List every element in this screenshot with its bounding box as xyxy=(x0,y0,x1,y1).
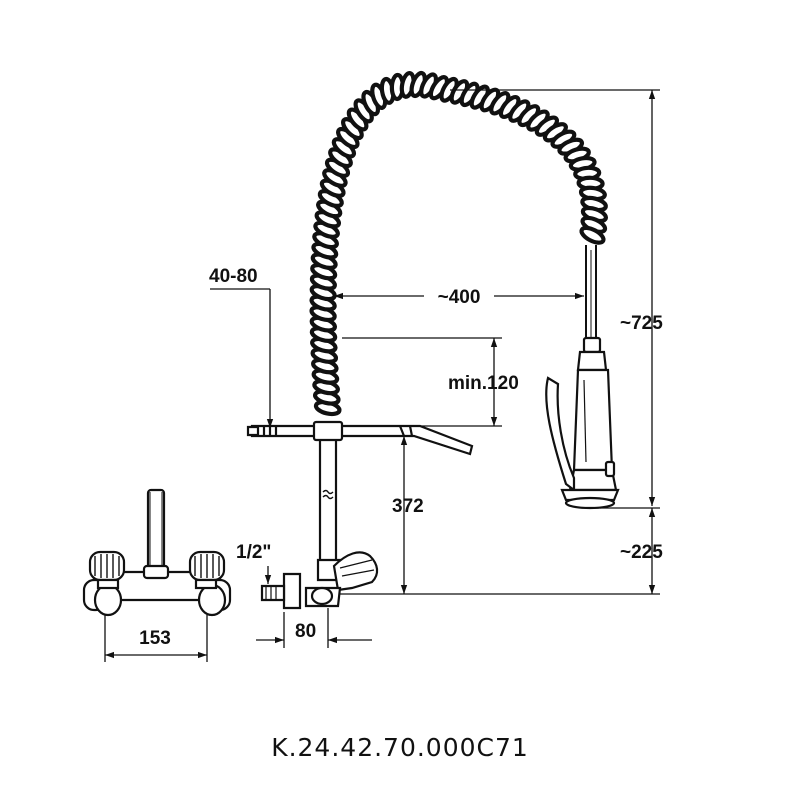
body-height-label: 372 xyxy=(392,496,424,517)
offset-range-label: 40-80 xyxy=(209,266,258,287)
inlet-spacing-label: 153 xyxy=(139,628,171,649)
wall-offset-label: 80 xyxy=(295,621,316,642)
spring-coil xyxy=(309,70,608,417)
right-handle xyxy=(188,550,226,590)
front-view xyxy=(82,488,232,617)
support-arm xyxy=(246,420,474,456)
reach-label: ~400 xyxy=(438,287,481,308)
spray-head xyxy=(545,336,620,510)
valve-body xyxy=(260,551,379,610)
thread-size-label: 1/2" xyxy=(236,542,271,563)
inlet-spacing-dimension xyxy=(104,615,208,662)
bottom-height-label: ~225 xyxy=(620,542,663,563)
product-code: K.24.42.70.000C71 xyxy=(271,733,529,762)
spray-hose xyxy=(585,245,597,345)
dimension-lines xyxy=(210,89,660,648)
left-handle xyxy=(88,550,126,590)
coil-turn xyxy=(579,225,606,245)
riser-pipe xyxy=(318,434,338,566)
min-clearance-label: min.120 xyxy=(448,373,519,394)
height-total-label: ~725 xyxy=(620,313,663,334)
